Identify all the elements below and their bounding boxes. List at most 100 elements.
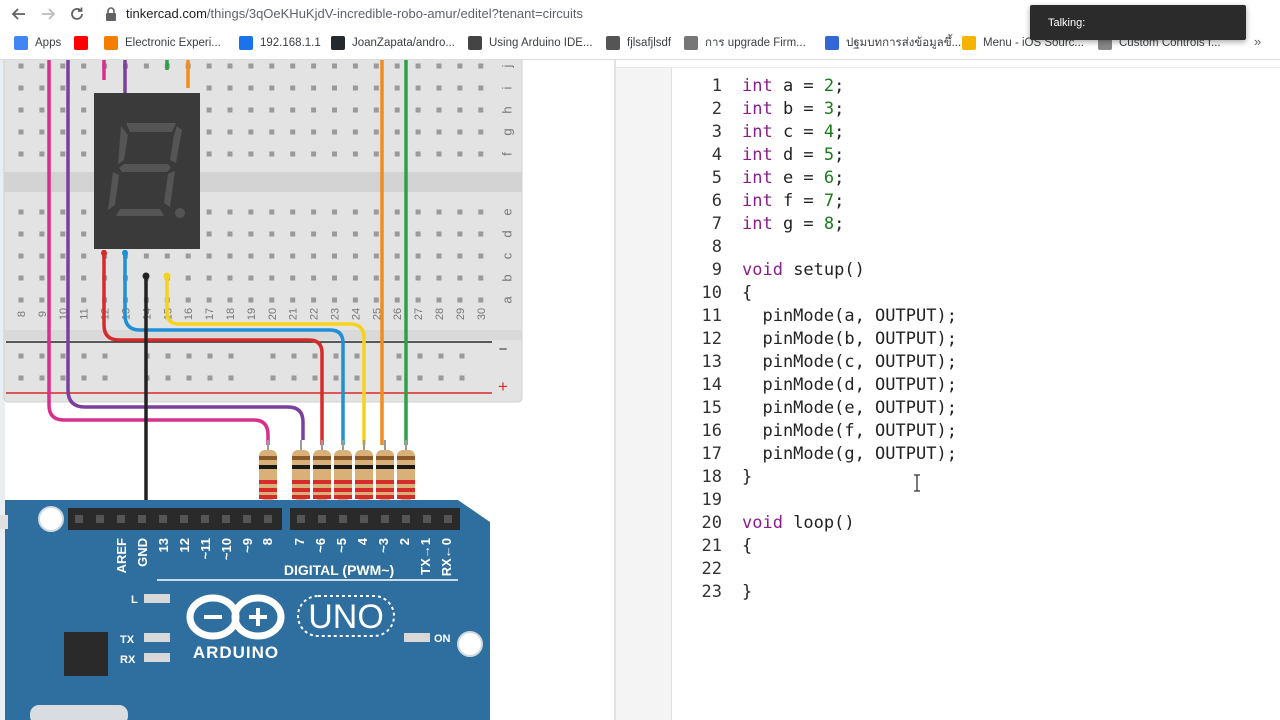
breadboard-hole[interactable] [478,231,484,237]
breadboard-hole[interactable] [248,275,254,281]
code-line[interactable]: 12 pinMode(b, OUTPUT); [672,328,1272,351]
power-rail-hole[interactable] [459,375,465,381]
breadboard-hole[interactable] [18,253,24,259]
breadboard-hole[interactable] [269,275,275,281]
breadboard-hole[interactable] [206,85,212,91]
breadboard-hole[interactable] [227,231,233,237]
breadboard-hole[interactable] [415,253,421,259]
breadboard-hole[interactable] [352,209,358,215]
breadboard-hole[interactable] [352,129,358,135]
power-rail-hole[interactable] [228,353,234,359]
breadboard-hole[interactable] [436,275,442,281]
breadboard-hole[interactable] [373,129,379,135]
header-pin[interactable] [96,515,104,523]
power-rail-hole[interactable] [39,353,45,359]
breadboard-hole[interactable] [227,63,233,69]
breadboard-hole[interactable] [436,231,442,237]
breadboard-hole[interactable] [269,253,275,259]
breadboard-hole[interactable] [18,275,24,281]
reload-button[interactable] [66,3,88,25]
breadboard-hole[interactable] [60,151,66,157]
breadboard-hole[interactable] [269,151,275,157]
breadboard-hole[interactable] [373,85,379,91]
breadboard-hole[interactable] [332,209,337,215]
breadboard-hole[interactable] [290,63,296,69]
breadboard-hole[interactable] [394,209,400,215]
breadboard-hole[interactable] [81,85,87,91]
breadboard-hole[interactable] [352,231,358,237]
breadboard-hole[interactable] [457,231,463,237]
power-rail-hole[interactable] [312,375,318,381]
breadboard-hole[interactable] [290,85,296,91]
code-line[interactable]: 10{ [672,282,1272,305]
breadboard-hole[interactable] [143,63,149,69]
header-pin[interactable] [75,515,83,523]
breadboard-hole[interactable] [248,297,254,303]
code-line[interactable]: 19 [672,489,1272,512]
breadboard-hole[interactable] [332,231,337,237]
breadboard-hole[interactable] [206,297,212,303]
breadboard-hole[interactable] [311,231,317,237]
code-line[interactable]: 15 pinMode(e, OUTPUT); [672,397,1272,420]
breadboard-hole[interactable] [394,107,400,113]
power-rail-hole[interactable] [417,375,423,381]
breadboard-hole[interactable] [311,63,317,69]
breadboard-hole[interactable] [478,275,484,281]
breadboard-hole[interactable] [478,129,484,135]
power-rail-hole[interactable] [207,375,213,381]
breadboard-hole[interactable] [311,151,317,157]
breadboard-hole[interactable] [373,297,379,303]
power-rail-hole[interactable] [81,353,87,359]
code-line[interactable]: 8 [672,236,1272,259]
code-line[interactable]: 14 pinMode(d, OUTPUT); [672,374,1272,397]
breadboard-hole[interactable] [81,209,87,215]
breadboard-hole[interactable] [394,253,400,259]
bookmark-item[interactable]: Apps [14,33,61,53]
breadboard-hole[interactable] [81,151,87,157]
breadboard-hole[interactable] [478,63,484,69]
breadboard-hole[interactable] [18,151,24,157]
breadboard-hole[interactable] [373,63,379,69]
breadboard-hole[interactable] [352,297,358,303]
power-rail-hole[interactable] [354,375,360,381]
header-pin[interactable] [444,515,452,523]
breadboard-hole[interactable] [478,253,484,259]
breadboard-hole[interactable] [457,275,463,281]
code-line[interactable]: 18} [672,466,1272,489]
breadboard-hole[interactable] [18,231,24,237]
breadboard-hole[interactable] [248,85,254,91]
resistor[interactable] [313,440,331,520]
breadboard-hole[interactable] [39,297,45,303]
breadboard-hole[interactable] [248,151,254,157]
breadboard-hole[interactable] [248,209,254,215]
bookmark-item[interactable]: 192.168.1.1 [239,33,321,53]
power-rail-hole[interactable] [291,375,297,381]
breadboard-hole[interactable] [269,209,275,215]
power-rail-hole[interactable] [60,353,66,359]
breadboard-hole[interactable] [415,209,421,215]
breadboard-hole[interactable] [394,151,400,157]
breadboard-hole[interactable] [269,107,275,113]
bookmark-item[interactable]: JoanZapata/andro... [331,33,455,53]
breadboard-hole[interactable] [81,297,87,303]
breadboard-hole[interactable] [457,85,463,91]
breadboard-hole[interactable] [248,253,254,259]
breadboard-hole[interactable] [478,151,484,157]
power-rail-hole[interactable] [459,353,465,359]
breadboard-hole[interactable] [436,209,442,215]
breadboard-hole[interactable] [478,209,484,215]
breadboard-hole[interactable] [457,107,463,113]
breadboard-hole[interactable] [436,107,442,113]
power-rail-hole[interactable] [18,353,24,359]
header-pin[interactable] [360,515,368,523]
